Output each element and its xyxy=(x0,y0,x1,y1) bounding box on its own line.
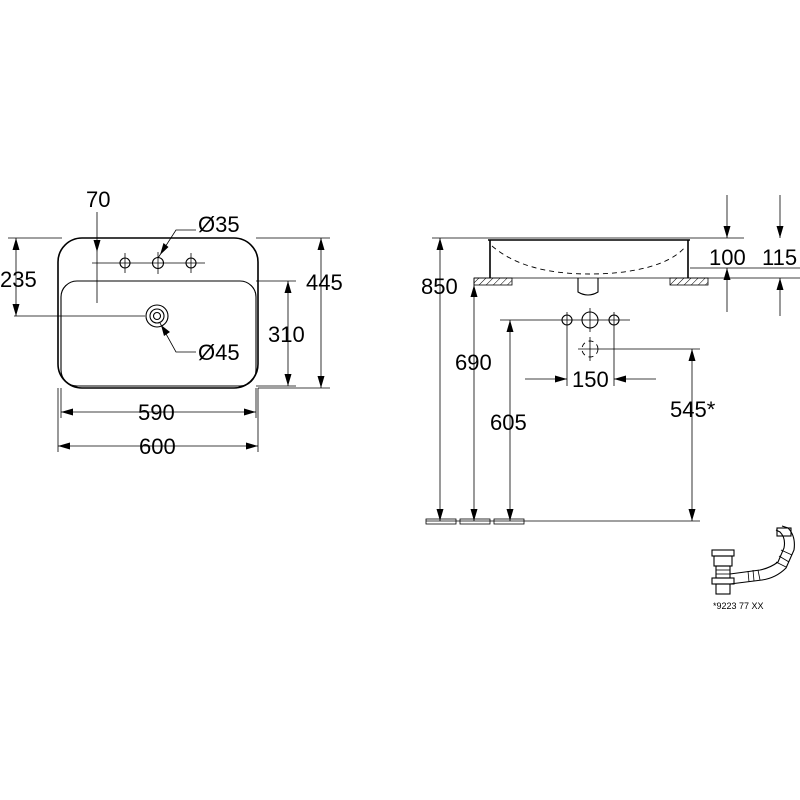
dim-overall-depth: 445 xyxy=(306,270,343,295)
waste-outlet xyxy=(145,304,169,328)
wall-waste-outlet xyxy=(578,337,700,361)
dim-overall-width: 600 xyxy=(139,434,176,459)
dim-waste-diameter: Ø45 xyxy=(198,340,240,365)
dim-tap-diameter: Ø35 xyxy=(198,212,240,237)
waste-part-number: *9223 77 XX xyxy=(713,601,764,611)
dim-height-690: 690 xyxy=(455,350,492,375)
dim-bowl-depth: 310 xyxy=(268,322,305,347)
tap-hole-right xyxy=(185,253,197,273)
top-view: 70 Ø35 Ø45 235 445 310 59 xyxy=(0,187,343,459)
dim-height-545: 545* xyxy=(670,397,716,422)
dim-rim-115: 115 xyxy=(762,245,797,270)
dim-tap-spacing: 150 xyxy=(572,367,609,392)
tap-hole-left xyxy=(119,253,131,273)
basin-outline xyxy=(57,237,259,389)
dim-bowl-width: 590 xyxy=(138,400,175,425)
wall-tap-left xyxy=(561,312,573,328)
basin-side-profile xyxy=(488,239,690,278)
side-view: 100 115 850 690 xyxy=(421,195,800,525)
dim-depth-235: 235 xyxy=(0,267,37,292)
wall-tap-center xyxy=(581,308,599,332)
dim-tap-offset: 70 xyxy=(86,187,110,212)
wall-tap-right xyxy=(608,312,620,328)
bowl-outline xyxy=(60,280,257,387)
dim-rim-100: 100 xyxy=(709,245,746,270)
dim-height-605: 605 xyxy=(490,410,527,435)
dim-height-850: 850 xyxy=(421,274,458,299)
waste-fitting-illustration: *9223 77 XX xyxy=(711,525,795,611)
